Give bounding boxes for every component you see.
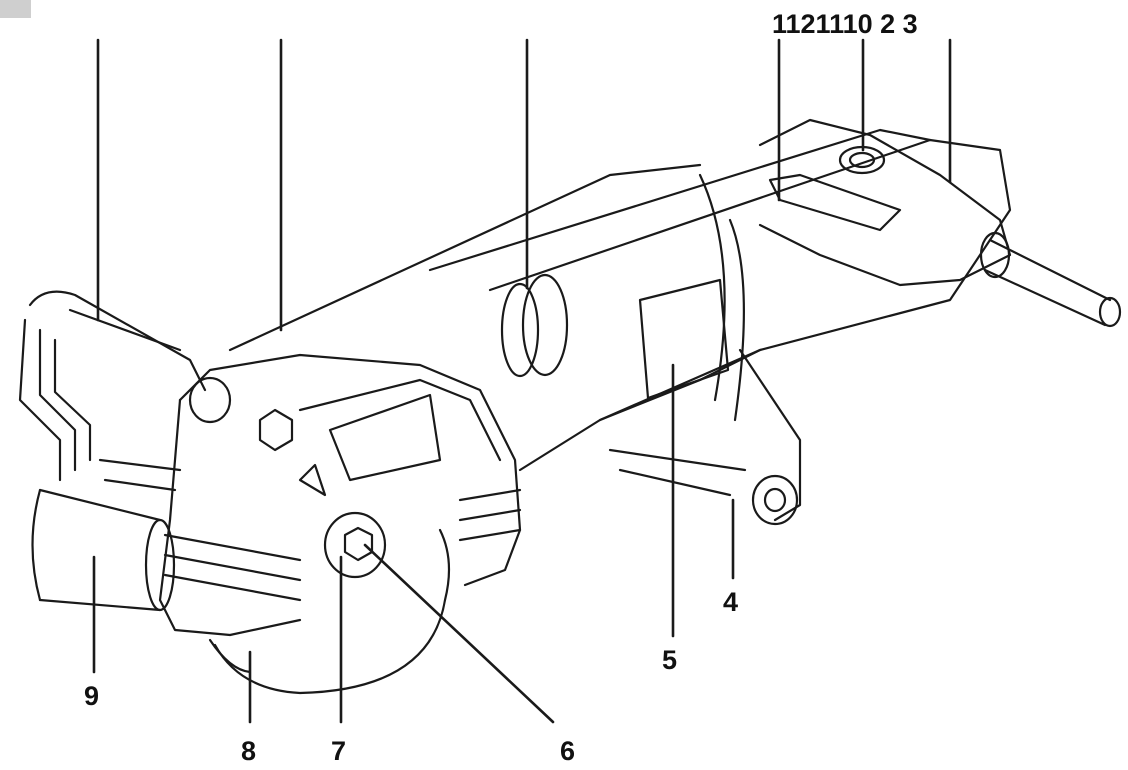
rear-handle xyxy=(758,118,1122,328)
callout-7: 7 xyxy=(331,736,347,766)
callout-4: 4 xyxy=(723,587,739,617)
callout-9: 9 xyxy=(84,681,100,711)
motor-housing xyxy=(228,128,1012,472)
front-handle xyxy=(18,290,232,482)
callout-top-labels: 1121110 2 3 xyxy=(772,9,918,39)
callout-5: 5 xyxy=(662,645,678,675)
front-roller xyxy=(31,458,182,612)
blade-guard xyxy=(158,353,522,637)
callout-6: 6 xyxy=(560,736,576,766)
leader-lines xyxy=(92,38,952,724)
rear-roller xyxy=(608,348,802,526)
cutting-blade xyxy=(208,511,451,695)
callout-8: 8 xyxy=(241,736,257,766)
corner-tab xyxy=(0,0,31,18)
